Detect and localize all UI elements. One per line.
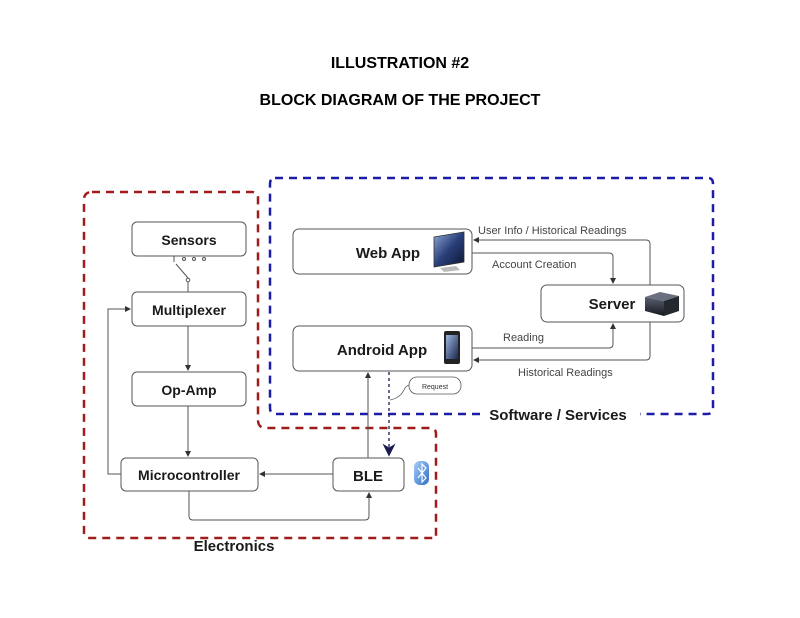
server-node: Server: [540, 284, 685, 323]
electronics-region-border: [82, 190, 438, 540]
software-region-border: [268, 176, 715, 416]
electronics-region-label: Electronics: [194, 538, 275, 555]
edge-label-user-info: User Info / Historical Readings: [478, 225, 627, 237]
switch-icon: [173, 256, 206, 292]
opamp-node: Op-Amp: [131, 371, 247, 407]
svg-text:Multiplexer: Multiplexer: [152, 302, 226, 318]
request-callout: Request: [408, 376, 462, 395]
svg-text:Server: Server: [589, 296, 636, 313]
svg-text:Sensors: Sensors: [161, 232, 216, 248]
monitor-icon: [433, 231, 465, 272]
edge-label-account-creation: Account Creation: [492, 259, 576, 271]
sensors-node: Sensors: [131, 221, 247, 257]
svg-text:Web App: Web App: [356, 245, 420, 262]
smartphone-icon: [444, 331, 460, 364]
bluetooth-icon: [414, 461, 429, 485]
svg-text:Android App: Android App: [337, 342, 427, 359]
edge-androidapp-to-server: [472, 323, 616, 349]
svg-text:Request: Request: [422, 384, 448, 391]
edge-server-to-webapp: [473, 237, 651, 285]
svg-text:Op-Amp: Op-Amp: [161, 382, 216, 398]
diagram-title: BLOCK DIAGRAM OF THE PROJECT: [259, 92, 541, 109]
request-callout-connector: [389, 384, 411, 401]
illustration-title: ILLUSTRATION #2: [330, 55, 470, 72]
software-region-label: Software / Services: [489, 407, 627, 424]
multiplexer-node: Multiplexer: [131, 291, 247, 327]
edge-microcontroller-to-ble: [188, 491, 372, 521]
edge-microcontroller-to-multiplexer: [107, 306, 131, 475]
svg-text:Microcontroller: Microcontroller: [138, 467, 240, 483]
edge-label-reading: Reading: [503, 332, 544, 344]
server-icon: [645, 292, 679, 316]
edge-webapp-to-server: [472, 252, 616, 284]
edge-server-to-androidapp: [473, 322, 651, 363]
webapp-node: Web App: [292, 228, 473, 275]
edge-label-historical-readings: Historical Readings: [518, 367, 613, 379]
ble-node: BLE: [332, 457, 405, 492]
svg-text:BLE: BLE: [353, 468, 383, 485]
microcontroller-node: Microcontroller: [120, 457, 259, 492]
